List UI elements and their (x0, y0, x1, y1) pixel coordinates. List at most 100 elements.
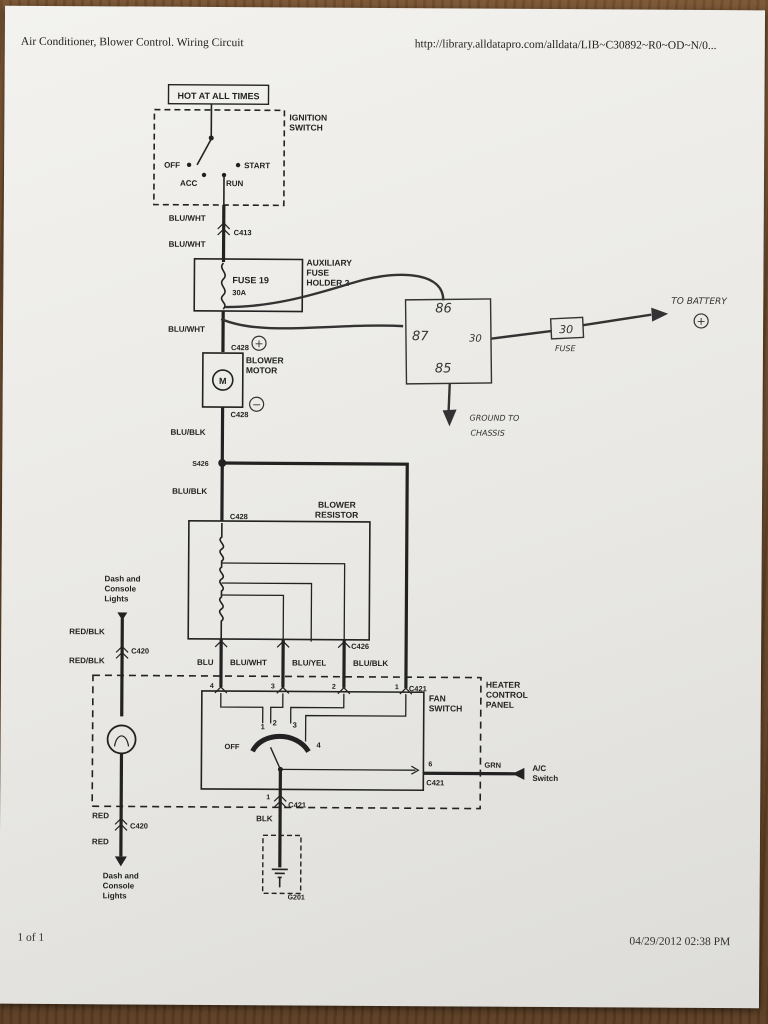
to-battery-label: TO BATTERY (671, 297, 728, 307)
wiring-diagram: HOT AT ALL TIMES OFF START ACC RUN IGNIT… (69, 83, 728, 902)
handwritten-minus: − (252, 398, 261, 411)
battery-plus-circle (693, 313, 709, 329)
battery-plus: + (696, 315, 705, 328)
wire-label-blu-yel: BLU/YEL (292, 658, 326, 667)
pin-4: 4 (210, 683, 214, 690)
wire-label-blu-wht-4: BLU/WHT (230, 658, 267, 667)
dash-lights-top-2: Console (104, 584, 136, 593)
switch-pos-4: 4 (317, 741, 322, 750)
blower-motor-symbol (211, 369, 234, 391)
relay-pin-30: 30 (469, 334, 482, 345)
relay-pin-86: 86 (435, 301, 452, 316)
switch-pos-1: 1 (261, 722, 265, 731)
wire-label-blu-blk-2: BLU/BLK (172, 487, 207, 496)
wire-label-blu-wht-2: BLU/WHT (169, 240, 206, 249)
hand-fuse-value: 30 (559, 323, 573, 336)
handwritten-plus-circle (251, 335, 267, 351)
heater-panel-label-2: CONTROL (486, 690, 528, 700)
hand-arrow-to-battery (651, 307, 669, 322)
switch-pos-2: 2 (273, 718, 277, 727)
ac-switch-label-2: Switch (532, 774, 558, 783)
connector-c421-right: C421 (426, 778, 444, 787)
pin-3: 3 (271, 683, 275, 690)
switch-off: OFF (225, 742, 240, 751)
dash-lights-bottom-2: Console (103, 881, 135, 890)
dash-lights-top-1: Dash and (105, 574, 141, 583)
handwritten-plus: + (254, 337, 263, 350)
hand-arrow-ground (442, 409, 457, 427)
resistor-coil (218, 523, 225, 642)
wire-blk-to-ground (278, 769, 282, 868)
aux-fuse-label-3: HOLDER 2 (306, 278, 349, 288)
pin-6: 6 (428, 761, 432, 768)
printed-page: Air Conditioner, Blower Control. Wiring … (0, 5, 766, 1009)
connector-c428-top: C428 (231, 343, 249, 352)
hand-fuse-box (549, 316, 585, 340)
blower-resistor-label-2: RESISTOR (315, 510, 358, 520)
connector-c420-bottom: C420 (130, 821, 148, 830)
wire-label-blu-blk-3: BLU/BLK (353, 659, 388, 668)
dash-lights-bottom-1: Dash and (103, 871, 139, 880)
fan-switch-label-2: SWITCH (429, 703, 463, 713)
aux-fuse-label-1: AUXILIARY (306, 258, 352, 268)
ignition-switch-lever (196, 138, 212, 166)
wire-label-blu-wht-3: BLU/WHT (168, 325, 205, 334)
splice-s426-label: S426 (192, 461, 208, 468)
ground-g201: G201 (288, 894, 305, 901)
ignition-switch-label-1: IGNITION (289, 112, 327, 122)
hand-fuse-label: FUSE (555, 344, 577, 353)
hand-wire-relay-to-fuse (490, 329, 552, 340)
fan-switch-arc (250, 734, 311, 754)
hand-wire-fuse-to-relay-86 (225, 273, 445, 309)
fuse-19-symbol (220, 262, 226, 310)
connector-c413: C413 (234, 228, 252, 237)
ignition-switch-label-2: SWITCH (289, 122, 323, 132)
dash-lights-bottom-3: Lights (103, 891, 128, 900)
wire-grn-to-ac-switch (423, 771, 516, 776)
handwritten-minus-circle (249, 396, 265, 412)
relay-pin-87: 87 (412, 329, 429, 344)
connector-c428-resistor: C428 (230, 512, 248, 521)
connector-c421-bottom: C421 (288, 800, 306, 809)
fuse-holder-box (193, 258, 304, 313)
hot-at-all-times-box (167, 83, 270, 106)
heater-panel-label-3: PANEL (486, 700, 514, 710)
ground-label-1: GROUND TO (470, 414, 520, 423)
print-timestamp: 04/29/2012 02:38 PM (629, 935, 731, 949)
connector-c428-bottom: C428 (231, 410, 249, 419)
label-start: START (244, 161, 270, 170)
wire-label-blu-wht-1: BLU/WHT (169, 214, 206, 223)
blower-motor-label-1: BLOWER (246, 355, 284, 365)
fuse-19-amps: 30A (232, 288, 246, 297)
wire-label-red-blk-2: RED/BLK (69, 656, 105, 665)
blower-resistor-box (187, 520, 371, 641)
wire-label-red-2: RED (92, 837, 109, 846)
wire-red-blk (120, 618, 124, 717)
wire-label-blu-blk-1: BLU/BLK (170, 428, 205, 437)
pin-1: 1 (395, 684, 399, 691)
wire-label-grn: GRN (484, 761, 501, 770)
connector-c421-top: C421 (409, 684, 427, 693)
hot-at-all-times-label: HOT AT ALL TIMES (177, 91, 259, 102)
heater-panel-label-1: HEATER (486, 680, 520, 690)
wire-label-red-blk-1: RED/BLK (69, 627, 105, 636)
label-run: RUN (226, 179, 244, 188)
ground-label-2: CHASSIS (470, 429, 504, 438)
page-number: 1 of 1 (17, 931, 45, 944)
wire-label-blu: BLU (197, 658, 214, 667)
fan-switch-box (200, 690, 425, 792)
label-acc: ACC (180, 179, 198, 188)
connector-c426: C426 (351, 642, 369, 651)
relay-pin-85: 85 (435, 361, 452, 376)
hand-wire-relay-to-ground (447, 383, 451, 412)
dash-lamp (106, 724, 137, 755)
aux-fuse-label-2: FUSE (306, 268, 329, 278)
label-off: OFF (164, 161, 180, 170)
blower-motor-label-2: MOTOR (246, 365, 278, 375)
hand-wire-fuse-to-relay-87 (220, 317, 404, 330)
dash-lights-top-3: Lights (104, 594, 129, 603)
ground-box (261, 834, 302, 895)
pin-1b: 1 (266, 794, 270, 801)
blower-resistor-label-1: BLOWER (318, 500, 356, 510)
fan-switch-wiper (269, 747, 282, 770)
